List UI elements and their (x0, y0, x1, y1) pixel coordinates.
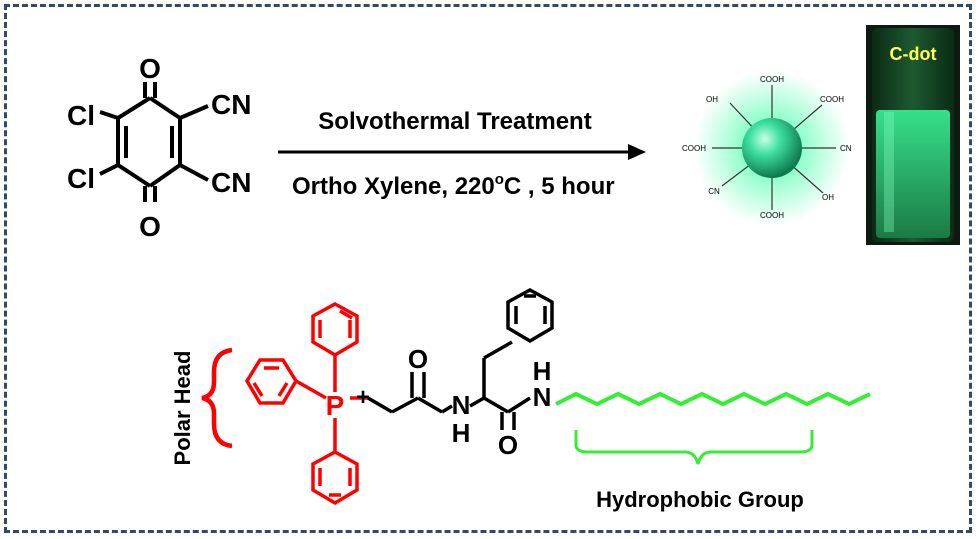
polar-head-label: Polar Head (170, 351, 195, 466)
reaction-condition-bottom: Ortho Xylene, 220oC , 5 hour (292, 171, 615, 200)
cdot-group-cooh-left: COOH (682, 144, 706, 153)
amide-nitrogen-1: N (452, 390, 471, 420)
reaction-arrow (278, 144, 646, 160)
hydrophobic-alkyl-chain (555, 391, 871, 407)
ddq-oxygen-top: O (139, 53, 161, 84)
cdot-group-cn-left: CN (708, 187, 720, 196)
dashed-frame (4, 4, 972, 533)
hydrophobic-brace (574, 430, 814, 465)
reaction-condition-top: Solvothermal Treatment (318, 108, 591, 135)
positive-charge: + (356, 384, 370, 411)
cdot-group-cooh-right: COOH (820, 95, 844, 104)
cdot-group-cn-right: CN (840, 144, 852, 153)
cdot-vial (866, 25, 960, 245)
amide-hydrogen-1: H (452, 418, 471, 448)
ddq-chlorine-bottom: Cl (67, 163, 95, 194)
ddq-chlorine-top: Cl (67, 100, 95, 131)
hydrophobic-group-label: Hydrophobic Group (596, 487, 804, 512)
amide-nitrogen-2: N (533, 382, 552, 412)
cdot-group-cooh-bottom: COOH (760, 211, 784, 220)
phosphorus-atom: P (326, 390, 345, 421)
cdot-group-oh-left: OH (706, 95, 718, 104)
amide-oxygen-1: O (408, 344, 428, 374)
amide-linker (367, 288, 554, 430)
amide-oxygen-2: O (498, 430, 518, 460)
ddq-molecule (99, 82, 209, 202)
ddq-oxygen-bottom: O (139, 211, 161, 242)
carbon-dot (694, 70, 850, 226)
polar-head-brace (201, 347, 233, 449)
cdot-group-cooh-top: COOH (760, 75, 784, 84)
ddq-nitrile-bottom: CN (211, 167, 251, 198)
amide-hydrogen-2: H (533, 356, 552, 386)
triphenylphosphonium-head (244, 302, 368, 506)
vial-label: C-dot (890, 44, 937, 64)
cdot-group-oh-right: OH (822, 193, 834, 202)
ddq-nitrile-top: CN (211, 89, 251, 120)
